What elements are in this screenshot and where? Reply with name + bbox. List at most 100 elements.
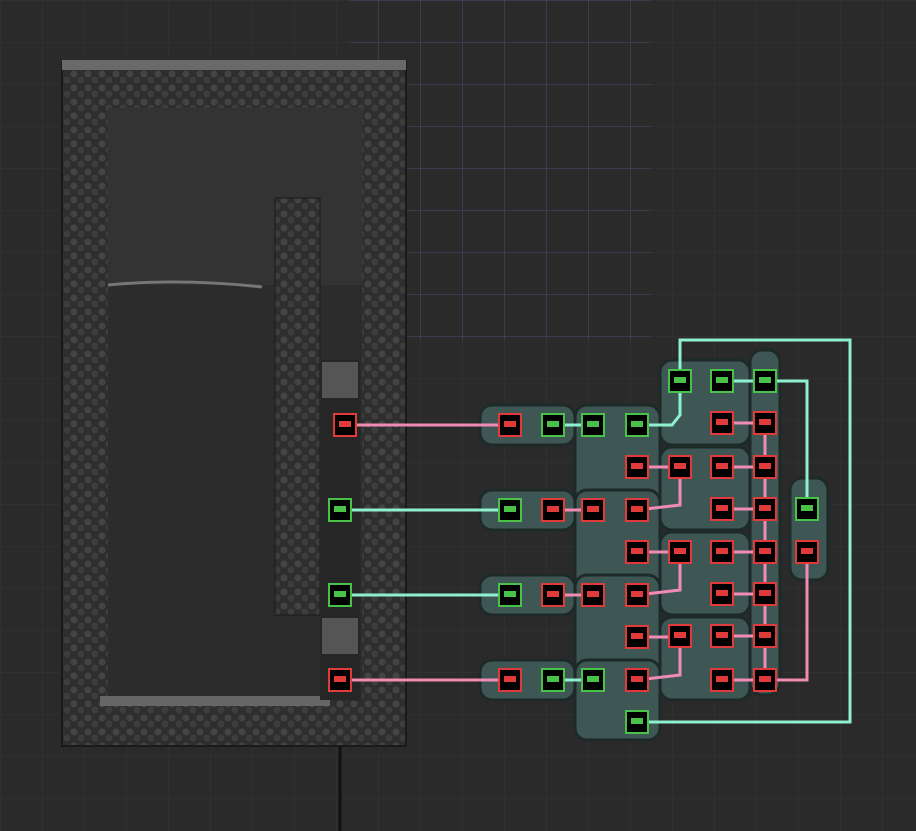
gate-port[interactable]	[753, 582, 777, 606]
port-red-icon	[759, 632, 771, 638]
signal-wire-green	[637, 338, 852, 724]
port-green-icon	[587, 421, 599, 427]
port-green-icon	[547, 421, 559, 427]
gate-port[interactable]	[753, 369, 777, 393]
gate-port[interactable]	[710, 369, 734, 393]
gate-port[interactable]	[753, 540, 777, 564]
gate-port[interactable]	[625, 455, 649, 479]
port-red-icon	[759, 419, 771, 425]
port-red-icon	[334, 676, 346, 682]
port-green-icon	[631, 421, 643, 427]
gate-port[interactable]	[625, 540, 649, 564]
port-red-icon	[631, 548, 643, 554]
gate-port[interactable]	[710, 411, 734, 435]
signal-wire-green	[722, 379, 809, 509]
liquid-sensor-port[interactable]	[328, 498, 352, 522]
port-red-icon	[716, 548, 728, 554]
port-red-icon	[759, 590, 771, 596]
port-red-icon	[587, 591, 599, 597]
gate-port[interactable]	[581, 583, 605, 607]
port-green-icon	[504, 506, 516, 512]
gate-port[interactable]	[498, 413, 522, 437]
gate-port[interactable]	[753, 411, 777, 435]
gate-port[interactable]	[710, 624, 734, 648]
port-green-icon	[631, 718, 643, 724]
port-red-icon	[716, 505, 728, 511]
gate-port[interactable]	[753, 668, 777, 692]
gate-port[interactable]	[625, 583, 649, 607]
port-red-icon	[587, 506, 599, 512]
port-red-icon	[631, 633, 643, 639]
gate-port[interactable]	[625, 413, 649, 437]
port-red-icon	[674, 463, 686, 469]
port-red-icon	[716, 463, 728, 469]
gate-port[interactable]	[625, 498, 649, 522]
port-red-icon	[339, 421, 351, 427]
port-red-icon	[631, 463, 643, 469]
port-red-icon	[674, 632, 686, 638]
gate-port[interactable]	[753, 624, 777, 648]
pump-bottom	[322, 618, 358, 654]
port-green-icon	[674, 377, 686, 383]
port-red-icon	[631, 506, 643, 512]
not-gate[interactable]	[788, 476, 830, 582]
gate-port[interactable]	[710, 668, 734, 692]
port-red-icon	[674, 548, 686, 554]
port-red-icon	[504, 676, 516, 682]
gate-port[interactable]	[541, 668, 565, 692]
port-red-icon	[759, 463, 771, 469]
tank-top-ledge	[62, 60, 406, 70]
port-green-icon	[504, 591, 516, 597]
port-red-icon	[716, 632, 728, 638]
port-green-icon	[334, 506, 346, 512]
gate-port[interactable]	[753, 455, 777, 479]
port-green-icon	[334, 591, 346, 597]
port-red-icon	[759, 505, 771, 511]
liquid-sensor-port[interactable]	[333, 413, 357, 437]
gate-port[interactable]	[581, 413, 605, 437]
port-red-icon	[759, 676, 771, 682]
port-red-icon	[631, 676, 643, 682]
gate-port[interactable]	[498, 583, 522, 607]
gate-port[interactable]	[753, 497, 777, 521]
signal-wire-red	[636, 552, 682, 597]
signal-wire-red	[636, 637, 682, 682]
signal-wire-red	[765, 552, 809, 682]
gate-port[interactable]	[795, 497, 819, 521]
liquid-sensor-port[interactable]	[328, 668, 352, 692]
liquid-tank	[61, 60, 407, 831]
gate-port[interactable]	[625, 668, 649, 692]
gate-port[interactable]	[541, 583, 565, 607]
port-green-icon	[587, 676, 599, 682]
gate-port[interactable]	[668, 455, 692, 479]
gate-port[interactable]	[625, 625, 649, 649]
port-red-icon	[759, 548, 771, 554]
inner-wall	[274, 197, 321, 616]
gate-port[interactable]	[710, 540, 734, 564]
gate-port[interactable]	[541, 498, 565, 522]
gate-port[interactable]	[710, 455, 734, 479]
signal-wire-red	[636, 467, 682, 512]
gate-port[interactable]	[498, 668, 522, 692]
gate-port[interactable]	[498, 498, 522, 522]
gate-port[interactable]	[625, 710, 649, 734]
pump-top	[322, 362, 358, 398]
port-red-icon	[547, 506, 559, 512]
liquid-sensor-port[interactable]	[328, 583, 352, 607]
port-red-icon	[504, 421, 516, 427]
gate-port[interactable]	[795, 540, 819, 564]
gate-port[interactable]	[668, 624, 692, 648]
gate-port[interactable]	[710, 582, 734, 606]
gate-port[interactable]	[668, 540, 692, 564]
gate-port[interactable]	[668, 369, 692, 393]
gate-port[interactable]	[581, 498, 605, 522]
gate-port[interactable]	[581, 668, 605, 692]
port-green-icon	[759, 377, 771, 383]
port-green-icon	[716, 377, 728, 383]
port-red-icon	[716, 676, 728, 682]
gate-port[interactable]	[710, 497, 734, 521]
gate-port[interactable]	[541, 413, 565, 437]
port-red-icon	[716, 419, 728, 425]
